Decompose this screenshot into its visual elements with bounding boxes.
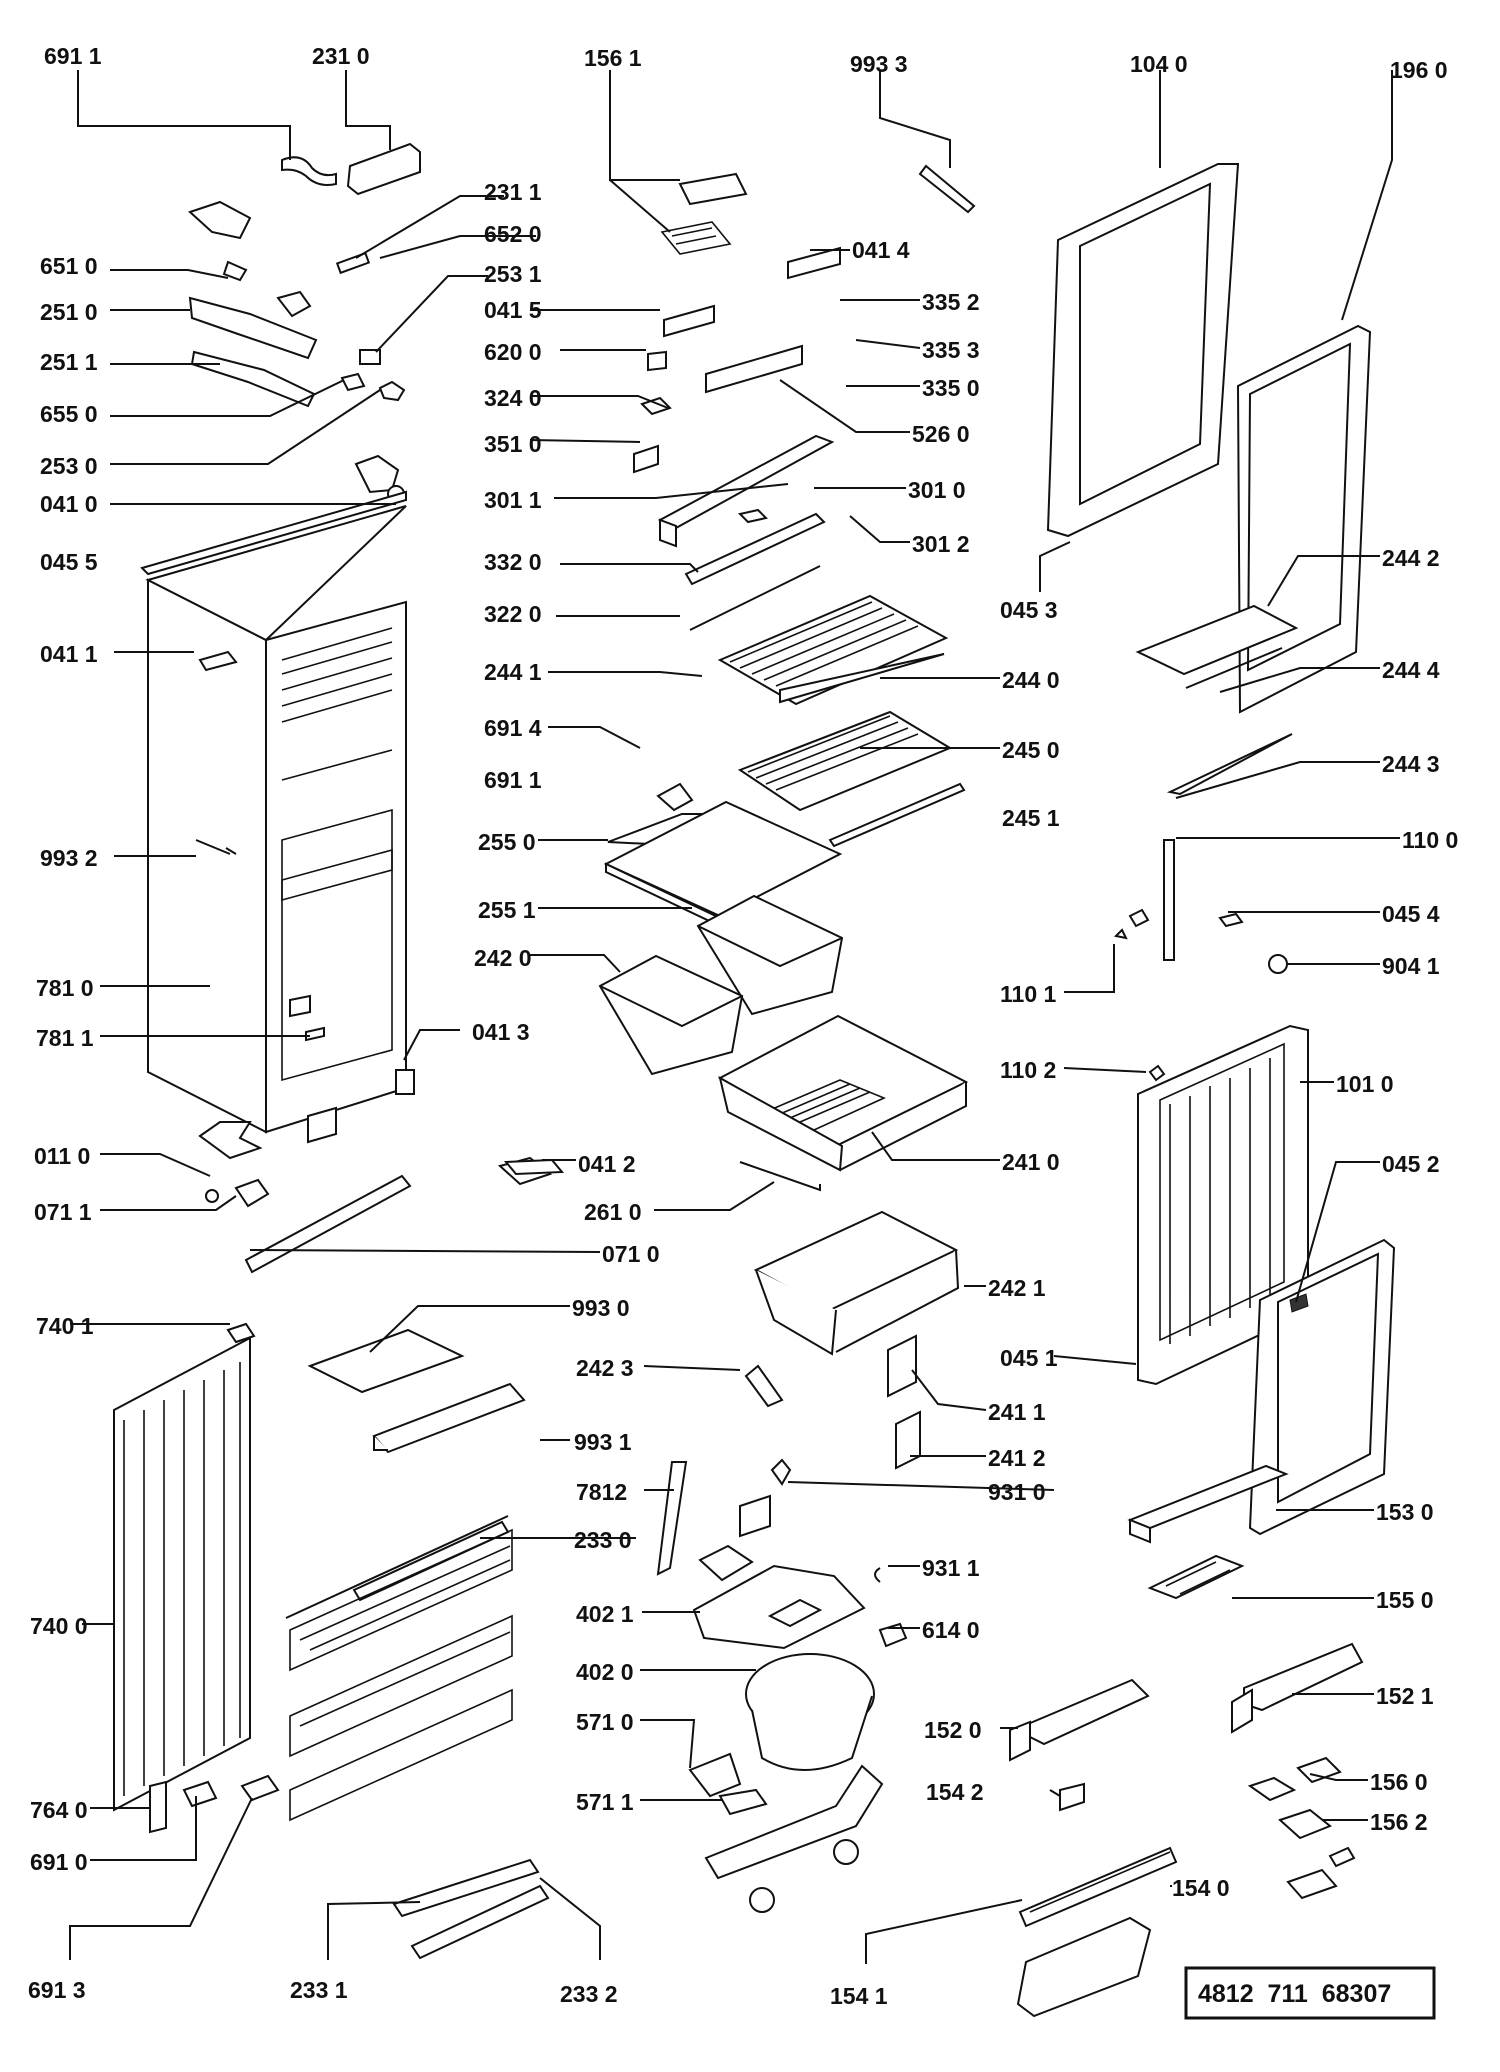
label-402-0: 402 0 xyxy=(576,1659,634,1685)
label-233-1: 233 1 xyxy=(290,1977,348,2003)
label-781-1: 781 1 xyxy=(36,1025,94,1051)
label-231-0: 231 0 xyxy=(312,43,370,69)
label-351-0: 351 0 xyxy=(484,431,542,457)
leader-lines xyxy=(69,70,1400,1964)
label-655-0: 655 0 xyxy=(40,401,98,427)
reference-box: 4812 711 68307 xyxy=(1184,1966,1436,2020)
label-571-0: 571 0 xyxy=(576,1709,634,1735)
label-255-0: 255 0 xyxy=(478,829,536,855)
label-253-1: 253 1 xyxy=(484,261,542,287)
label-156-1: 156 1 xyxy=(584,45,642,71)
label-931-1: 931 1 xyxy=(922,1555,980,1581)
label-041-4: 041 4 xyxy=(852,237,910,263)
label-041-5: 041 5 xyxy=(484,297,542,323)
label-691-0: 691 0 xyxy=(30,1849,88,1875)
label-322-0: 322 0 xyxy=(484,601,542,627)
label-335-3: 335 3 xyxy=(922,337,980,363)
label-324-0: 324 0 xyxy=(484,385,542,411)
parts-drawings xyxy=(113,142,1396,2018)
label-904-1: 904 1 xyxy=(1382,953,1440,979)
label-241-2: 241 2 xyxy=(988,1445,1046,1471)
label-231-1: 231 1 xyxy=(484,179,542,205)
label-740-0: 740 0 xyxy=(30,1613,88,1639)
label-251-1: 251 1 xyxy=(40,349,98,375)
label-301-1: 301 1 xyxy=(484,487,542,513)
label-993-2: 993 2 xyxy=(40,845,98,871)
label-245-1: 245 1 xyxy=(1002,805,1060,831)
label-251-0: 251 0 xyxy=(40,299,98,325)
label-402-1: 402 1 xyxy=(576,1601,634,1627)
label-244-4: 244 4 xyxy=(1382,657,1440,683)
label-110-2: 110 2 xyxy=(1000,1057,1056,1083)
label-156-0: 156 0 xyxy=(1370,1769,1428,1795)
label-041-2: 041 2 xyxy=(578,1151,636,1177)
label-691-3: 691 3 xyxy=(28,1977,86,2003)
label-196-0: 196 0 xyxy=(1390,57,1448,83)
label-104-0: 104 0 xyxy=(1130,51,1188,77)
label-244-2: 244 2 xyxy=(1382,545,1440,571)
label-993-0: 993 0 xyxy=(572,1295,630,1321)
label-154-1: 154 1 xyxy=(830,1983,888,2009)
label-244-3: 244 3 xyxy=(1382,751,1440,777)
label-781-0: 781 0 xyxy=(36,975,94,1001)
label-152-0: 152 0 xyxy=(924,1717,982,1743)
label-740-1: 740 1 xyxy=(36,1313,94,1339)
label-241-1: 241 1 xyxy=(988,1399,1046,1425)
label-045-4: 045 4 xyxy=(1382,901,1440,927)
label-651-0: 651 0 xyxy=(40,253,98,279)
label-620-0: 620 0 xyxy=(484,339,542,365)
label-993-3: 993 3 xyxy=(850,51,908,77)
label-110-0: 110 0 xyxy=(1402,827,1458,853)
label-526-0: 526 0 xyxy=(912,421,970,447)
label-233-0: 233 0 xyxy=(574,1527,632,1553)
label-261-0: 261 0 xyxy=(584,1199,642,1225)
part-labels: 691 1 231 0 156 1 993 3 104 0 196 0 231 … xyxy=(28,43,1458,2009)
label-614-0: 614 0 xyxy=(922,1617,980,1643)
label-571-1: 571 1 xyxy=(576,1789,634,1815)
label-041-1: 041 1 xyxy=(40,641,98,667)
label-233-2: 233 2 xyxy=(560,1981,618,2007)
label-101-0: 101 0 xyxy=(1336,1071,1394,1097)
reference-number: 4812 711 68307 xyxy=(1198,1980,1391,2008)
label-153-0: 153 0 xyxy=(1376,1499,1434,1525)
label-242-1: 242 1 xyxy=(988,1275,1046,1301)
label-071-0: 071 0 xyxy=(602,1241,660,1267)
label-993-1: 993 1 xyxy=(574,1429,632,1455)
label-255-1: 255 1 xyxy=(478,897,536,923)
label-244-1: 244 1 xyxy=(484,659,542,685)
label-045-3: 045 3 xyxy=(1000,597,1058,623)
label-071-1: 071 1 xyxy=(34,1199,92,1225)
label-045-5: 045 5 xyxy=(40,549,98,575)
label-764-0: 764 0 xyxy=(30,1797,88,1823)
label-301-0: 301 0 xyxy=(908,477,966,503)
label-154-2: 154 2 xyxy=(926,1779,984,1805)
label-154-0: 154 0 xyxy=(1172,1875,1230,1901)
label-301-2: 301 2 xyxy=(912,531,970,557)
label-110-1: 110 1 xyxy=(1000,981,1056,1007)
label-691-1-top: 691 1 xyxy=(44,43,102,69)
label-244-0: 244 0 xyxy=(1002,667,1060,693)
label-691-4: 691 4 xyxy=(484,715,542,741)
label-011-0: 011 0 xyxy=(34,1143,90,1169)
label-332-0: 332 0 xyxy=(484,549,542,575)
label-041-0: 041 0 xyxy=(40,491,98,517)
label-931-0: 931 0 xyxy=(988,1479,1046,1505)
label-652-0: 652 0 xyxy=(484,221,542,247)
label-253-0: 253 0 xyxy=(40,453,98,479)
label-045-1: 045 1 xyxy=(1000,1345,1058,1371)
label-7812: 7812 xyxy=(576,1479,627,1505)
label-152-1: 152 1 xyxy=(1376,1683,1434,1709)
label-242-3: 242 3 xyxy=(576,1355,634,1381)
label-335-0: 335 0 xyxy=(922,375,980,401)
label-691-1-mid: 691 1 xyxy=(484,767,542,793)
label-335-2: 335 2 xyxy=(922,289,980,315)
label-156-2: 156 2 xyxy=(1370,1809,1428,1835)
label-041-3: 041 3 xyxy=(472,1019,530,1045)
label-045-2: 045 2 xyxy=(1382,1151,1440,1177)
label-155-0: 155 0 xyxy=(1376,1587,1434,1613)
label-241-0: 241 0 xyxy=(1002,1149,1060,1175)
label-245-0: 245 0 xyxy=(1002,737,1060,763)
label-242-0: 242 0 xyxy=(474,945,532,971)
